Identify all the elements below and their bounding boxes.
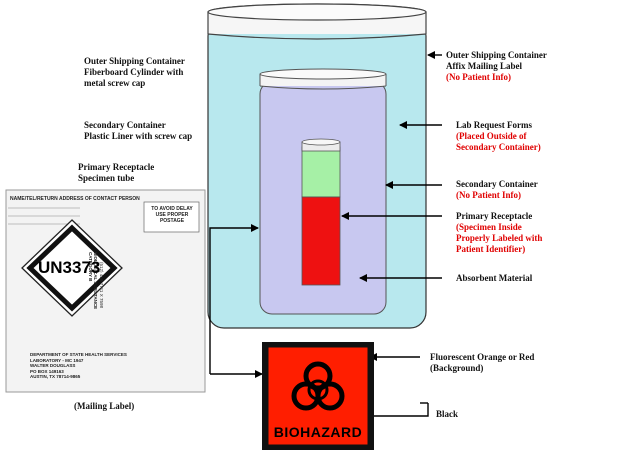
biohazard-text: BIOHAZARD (273, 424, 363, 440)
biohazard-label (262, 342, 374, 450)
mailing-header: NAME/TEL/RETURN ADDRESS OF CONTACT PERSO… (10, 196, 140, 202)
mailing-label (5, 189, 206, 393)
arrow-black (363, 403, 429, 420)
outer-container-desc-label: Outer Shipping Container Fiberboard Cyli… (84, 56, 185, 88)
un3373-diamond (21, 219, 123, 317)
contact-phone-text: (512) 458-7711 X 7598 (99, 262, 104, 308)
mailing-address: DEPARTMENT OF STATE HEALTH SERVICES LABO… (30, 352, 127, 379)
secondary-container-desc-label: Secondary Container Plastic Liner with s… (84, 120, 193, 141)
outer-label-text: Outer Shipping Container Affix Mailing L… (446, 50, 547, 82)
lab-request-text: Lab Request Forms (Placed Outside of Sec… (456, 120, 541, 152)
postage-box: TO AVOID DELAY USE PROPER POSTAGE (151, 206, 193, 224)
absorbent-text: Absorbent Material (456, 273, 533, 283)
biohazard-icon (291, 361, 345, 411)
primary-text: Primary Receptacle (Specimen Inside Prop… (456, 211, 543, 254)
arrow-mailing-connector (209, 224, 259, 374)
secondary-text: Secondary Container (No Patient Info) (456, 179, 538, 200)
primary-receptacle-desc-label: Primary Receptacle Specimen tube (78, 162, 155, 183)
black-text: Black (436, 409, 459, 419)
mailing-label-caption: (Mailing Label) (74, 401, 135, 411)
fluorescent-text: Fluorescent Orange or Red (Background) (430, 352, 535, 373)
un3373-text: UN3373 (38, 258, 101, 277)
specimen-tube (301, 138, 341, 286)
